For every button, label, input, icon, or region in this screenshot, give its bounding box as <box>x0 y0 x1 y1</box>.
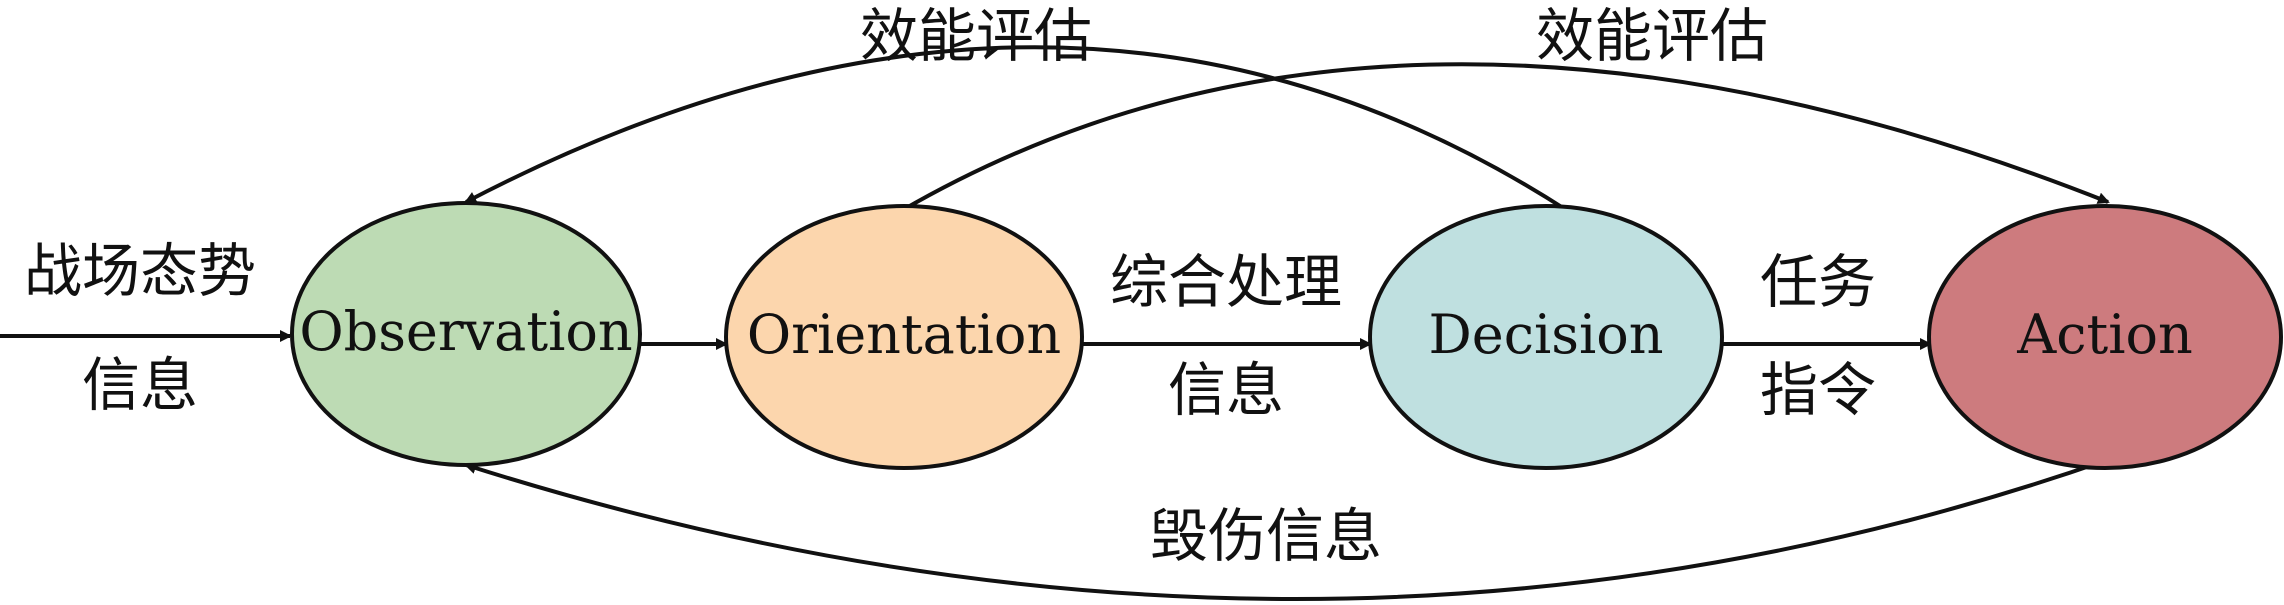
action-label: Action <box>2016 303 2193 366</box>
orientation-ellipse <box>724 204 1084 470</box>
orientation-decision-label-line2: 信息 <box>1168 356 1284 424</box>
decision-ellipse <box>1368 204 1724 470</box>
orientation-label: Orientation <box>747 303 1061 366</box>
observation-ellipse <box>290 201 642 467</box>
node-observation: Observation <box>290 201 642 467</box>
input-label-line1: 战场态势 <box>24 237 256 305</box>
edge-orientation-to-action <box>899 62 2110 213</box>
orientation-action-feedback-label: 效能评估 <box>1536 2 1768 70</box>
edge-decision-to-observation <box>464 45 1570 213</box>
action-observation-feedback-label: 毁伤信息 <box>1150 502 1382 570</box>
observation-label: Observation <box>299 300 632 363</box>
decision-action-label-line2: 指令 <box>1760 356 1876 424</box>
orientation-decision-label-line1: 综合处理 <box>1110 248 1342 316</box>
node-orientation: Orientation <box>724 204 1084 470</box>
node-decision: Decision <box>1368 204 1724 470</box>
edge-action-to-observation <box>464 457 2111 601</box>
decision-observation-feedback-label: 效能评估 <box>860 2 1092 70</box>
action-ellipse <box>1927 204 2283 470</box>
node-action: Action <box>1927 204 2283 470</box>
decision-label: Decision <box>1428 303 1663 366</box>
decision-action-label-line1: 任务 <box>1760 248 1876 316</box>
input-label-line2: 信息 <box>82 351 198 419</box>
